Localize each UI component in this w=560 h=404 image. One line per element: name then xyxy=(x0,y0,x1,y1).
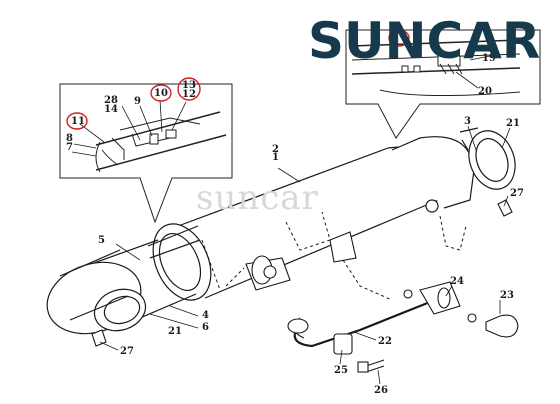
callout-21-top: 21 xyxy=(506,118,520,129)
highlight-circle-10 xyxy=(150,84,172,102)
callout-12: 12 xyxy=(182,89,196,100)
callout-21-bottom: 21 xyxy=(168,326,182,337)
callout-3: 3 xyxy=(464,116,471,127)
callout-10: 10 xyxy=(154,88,168,99)
highlight-circle-11 xyxy=(66,112,88,130)
callout-8: 8 xyxy=(66,133,73,144)
callout-23: 23 xyxy=(500,290,514,301)
brand-name: SUNCAR xyxy=(308,12,540,70)
callout-24: 24 xyxy=(450,276,464,287)
detail-box-right xyxy=(345,29,541,139)
callout-2: 2 xyxy=(272,144,279,155)
callout-9: 9 xyxy=(134,96,141,107)
brand-logo: SUNCAR xyxy=(308,12,540,70)
callout-5: 5 xyxy=(98,235,105,246)
callout-27-right: 27 xyxy=(510,188,524,199)
highlight-circle-13-12 xyxy=(177,77,201,101)
callout-26: 26 xyxy=(374,385,388,396)
callout-20: 20 xyxy=(478,86,492,97)
cylinder-tube xyxy=(152,127,516,301)
callout-7: 7 xyxy=(66,142,73,153)
highlight-circles xyxy=(66,29,410,130)
callout-6: 6 xyxy=(202,322,209,333)
callout-28: 28 xyxy=(104,95,118,106)
callout-22: 22 xyxy=(378,336,392,347)
callout-labels: 1 2 3 4 5 6 7 8 9 10 11 12 13 14 28 19 2… xyxy=(66,53,524,396)
callout-13: 13 xyxy=(182,80,196,91)
watermark: suncar xyxy=(196,178,319,218)
callout-4: 4 xyxy=(202,310,209,321)
highlight-circle-right xyxy=(388,29,410,47)
cylinder-rod xyxy=(46,225,201,335)
callout-1: 1 xyxy=(272,152,279,163)
detail-box-left xyxy=(59,83,233,224)
callout-27-left: 27 xyxy=(120,346,134,357)
callout-25: 25 xyxy=(334,365,348,376)
callout-19: 19 xyxy=(482,53,496,64)
callout-11: 11 xyxy=(71,116,85,127)
callout-14: 14 xyxy=(104,104,118,115)
